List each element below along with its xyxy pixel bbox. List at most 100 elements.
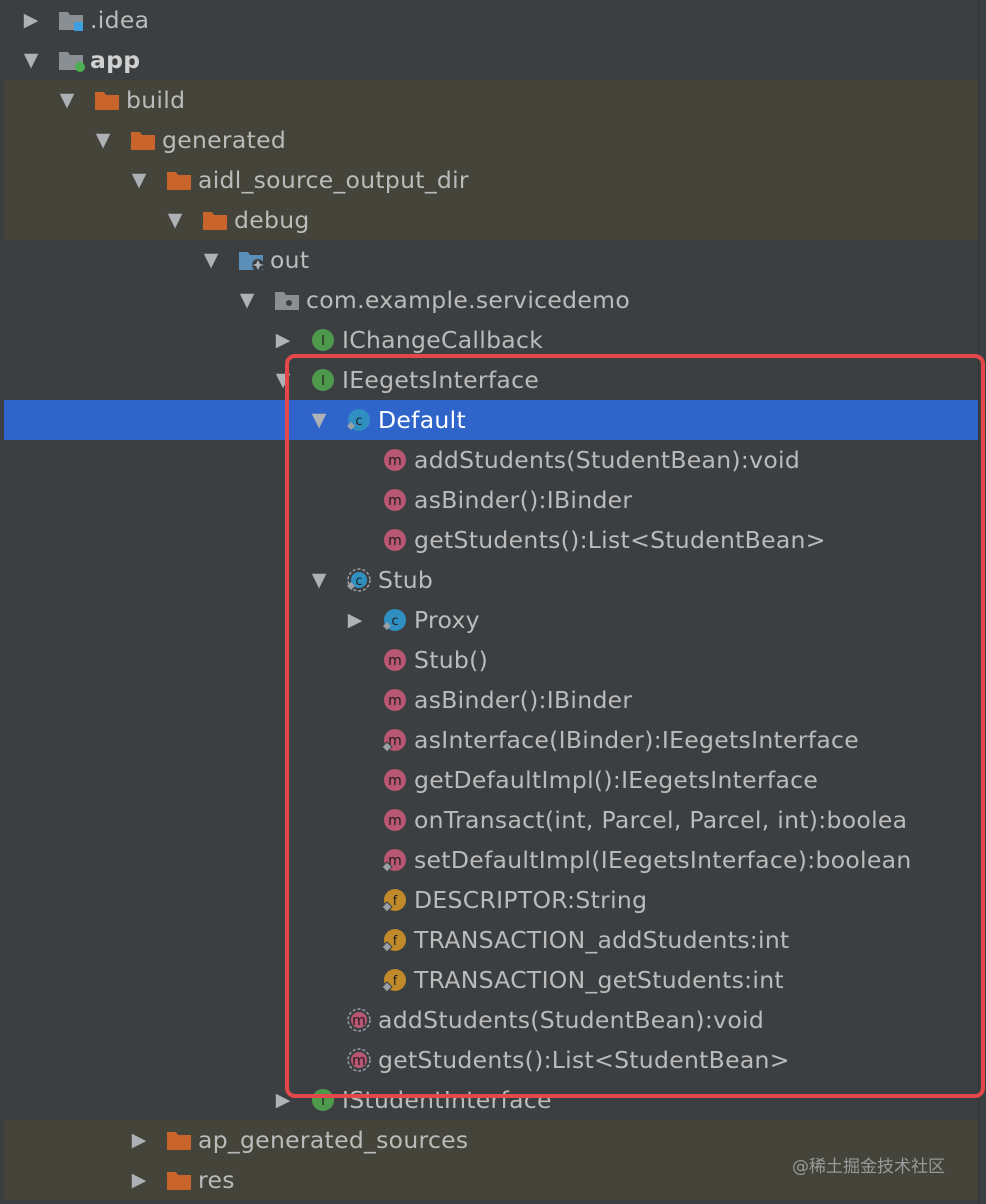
expand-arrow-icon[interactable]: ▼ — [59, 89, 75, 111]
svg-text:m: m — [388, 533, 402, 549]
static-method-icon: m — [380, 727, 410, 753]
tree-item-label: ap_generated_sources — [198, 1126, 469, 1154]
svg-text:I: I — [321, 334, 325, 349]
module-folder-icon — [56, 47, 86, 73]
method-icon: m — [380, 767, 410, 793]
expand-arrow-icon[interactable]: ▼ — [167, 209, 183, 231]
tree-item-label: asInterface(IBinder):IEegetsInterface — [414, 726, 860, 754]
tree-item-label: setDefaultImpl(IEegetsInterface):boolean — [414, 846, 912, 874]
class-icon: c — [344, 407, 374, 433]
collapse-arrow-icon[interactable]: ▶ — [131, 1129, 147, 1151]
svg-text:m: m — [388, 493, 402, 509]
folder-config-icon — [56, 7, 86, 33]
static-field-icon: f — [380, 927, 410, 953]
tree-item-label: aidl_source_output_dir — [198, 166, 469, 194]
excluded-folder-icon — [164, 1127, 194, 1153]
tree-row[interactable]: ▼ build — [4, 80, 978, 120]
excluded-folder-icon — [200, 207, 230, 233]
excluded-folder-icon — [164, 1167, 194, 1193]
expand-arrow-icon[interactable]: ▼ — [311, 569, 327, 591]
svg-text:m: m — [388, 813, 402, 829]
tree-row[interactable]: ▼ generated — [4, 120, 978, 160]
expand-arrow-icon[interactable]: ▼ — [203, 249, 219, 271]
scrollbar-track[interactable] — [978, 0, 986, 1204]
generated-source-folder-icon — [236, 247, 266, 273]
tree-row[interactable]: ▶ I IChangeCallback — [4, 320, 978, 360]
tree-row[interactable]: ▼com.example.servicedemo — [4, 280, 978, 320]
tree-row[interactable]: m getStudents():List<StudentBean> — [4, 520, 978, 560]
method-icon: m — [380, 527, 410, 553]
svg-text:I: I — [321, 374, 325, 389]
tree-item-label: .idea — [90, 6, 150, 34]
tree-item-label: DESCRIPTOR:String — [414, 886, 648, 914]
excluded-folder-icon — [164, 167, 194, 193]
tree-item-label: res — [198, 1166, 235, 1194]
method-icon: m — [380, 807, 410, 833]
static-method-icon: m — [380, 847, 410, 873]
static-field-icon: f — [380, 967, 410, 993]
svg-text:m: m — [352, 1013, 366, 1029]
tree-item-label: IChangeCallback — [342, 326, 544, 354]
tree-row[interactable]: f DESCRIPTOR:String — [4, 880, 978, 920]
tree-item-label: IEegetsInterface — [342, 366, 540, 394]
abstract-method-icon: m — [344, 1007, 374, 1033]
tree-row[interactable]: ▼ debug — [4, 200, 978, 240]
watermark: @稀土掘金技术社区 — [792, 1157, 945, 1177]
svg-text:c: c — [391, 614, 398, 629]
collapse-arrow-icon[interactable]: ▶ — [347, 609, 363, 631]
expand-arrow-icon[interactable]: ▼ — [275, 369, 291, 391]
tree-item-label: TRANSACTION_getStudents:int — [414, 966, 784, 994]
collapse-arrow-icon[interactable]: ▶ — [131, 1169, 147, 1191]
svg-text:m: m — [388, 733, 402, 749]
tree-row[interactable]: m asInterface(IBinder):IEegetsInterface — [4, 720, 978, 760]
tree-item-label: generated — [162, 126, 287, 154]
tree-row[interactable]: ▶ ap_generated_sources — [4, 1120, 978, 1160]
svg-text:f: f — [393, 894, 398, 909]
expand-arrow-icon[interactable]: ▼ — [239, 289, 255, 311]
tree-row[interactable]: ▼out — [4, 240, 978, 280]
svg-text:I: I — [321, 1094, 325, 1109]
tree-item-label: IStudentInterface — [342, 1086, 552, 1114]
tree-item-label: addStudents(StudentBean):void — [414, 446, 801, 474]
expand-arrow-icon[interactable]: ▼ — [23, 49, 39, 71]
tree-item-label: app — [90, 46, 141, 74]
expand-arrow-icon[interactable]: ▼ — [95, 129, 111, 151]
class-icon: c — [380, 607, 410, 633]
tree-row[interactable]: ▼ app — [4, 40, 978, 80]
svg-text:c: c — [355, 414, 362, 429]
method-icon: m — [380, 447, 410, 473]
tree-row[interactable]: ▶ res — [4, 1160, 978, 1200]
tree-row[interactable]: ▼ I IEegetsInterface — [4, 360, 978, 400]
tree-row[interactable]: ▼ aidl_source_output_dir — [4, 160, 978, 200]
tree-item-label: getStudents():List<StudentBean> — [414, 526, 826, 554]
tree-row[interactable]: ▶ I IStudentInterface — [4, 1080, 978, 1120]
tree-row[interactable]: f TRANSACTION_getStudents:int — [4, 960, 978, 1000]
tree-row[interactable]: ▶ .idea — [4, 0, 978, 40]
collapse-arrow-icon[interactable]: ▶ — [23, 9, 39, 31]
svg-text:f: f — [393, 974, 398, 989]
expand-arrow-icon[interactable]: ▼ — [311, 409, 327, 431]
tree-row[interactable]: m asBinder():IBinder — [4, 480, 978, 520]
interface-icon: I — [308, 1087, 338, 1113]
tree-item-label: TRANSACTION_addStudents:int — [414, 926, 790, 954]
expand-arrow-icon[interactable]: ▼ — [131, 169, 147, 191]
tree-item-label: debug — [234, 206, 310, 234]
collapse-arrow-icon[interactable]: ▶ — [275, 329, 291, 351]
collapse-arrow-icon[interactable]: ▶ — [275, 1089, 291, 1111]
tree-item-label: Stub() — [414, 646, 489, 674]
tree-item-label: asBinder():IBinder — [414, 486, 633, 514]
tree-item-label: build — [126, 86, 186, 114]
